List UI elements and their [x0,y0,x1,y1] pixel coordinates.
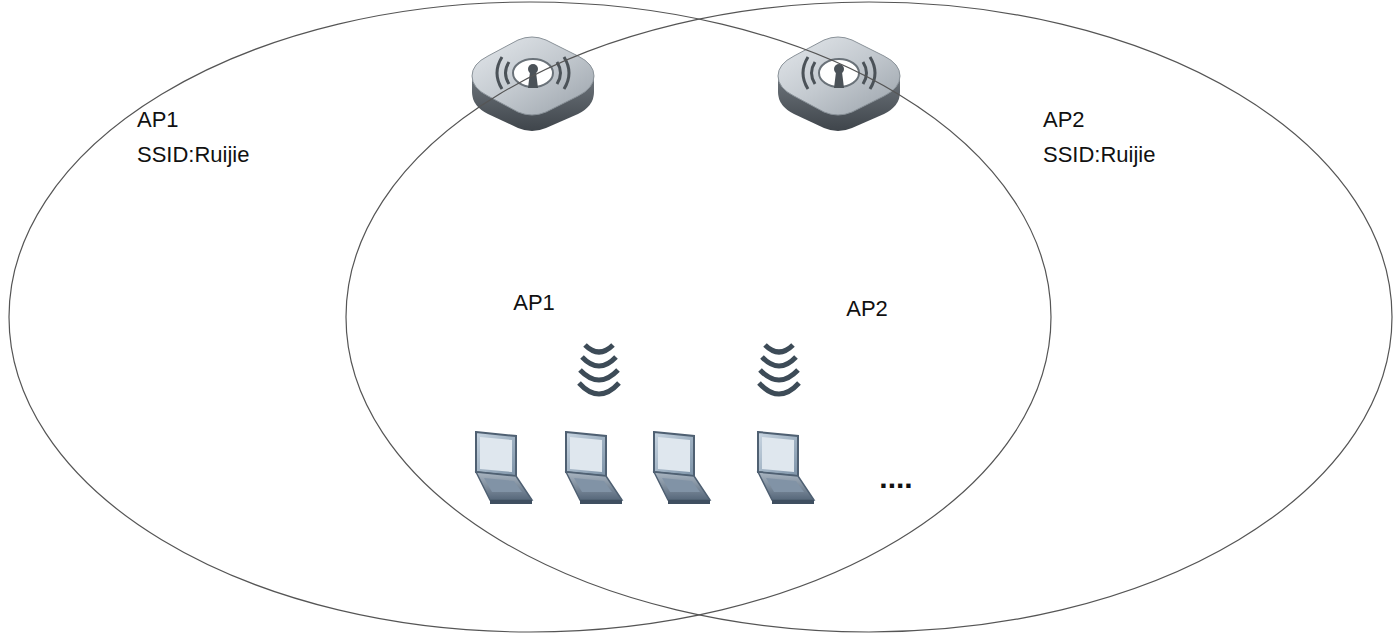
coverage-outline [8,1,1052,633]
coverage-area: AP1SSID:Ruijie [8,1,1052,633]
coverage-ellipse [9,2,1051,632]
device-label: AP1 [513,290,555,316]
area-name: AP2 [1043,107,1085,133]
device-label: AP2 [846,296,888,322]
coverage-ellipse [346,2,1392,632]
ssid-label: SSID:Ruijie [1043,142,1155,168]
ssid-label: SSID:Ruijie [137,142,249,168]
ellipsis-mark: .... [879,460,912,496]
area-name: AP1 [137,107,179,133]
